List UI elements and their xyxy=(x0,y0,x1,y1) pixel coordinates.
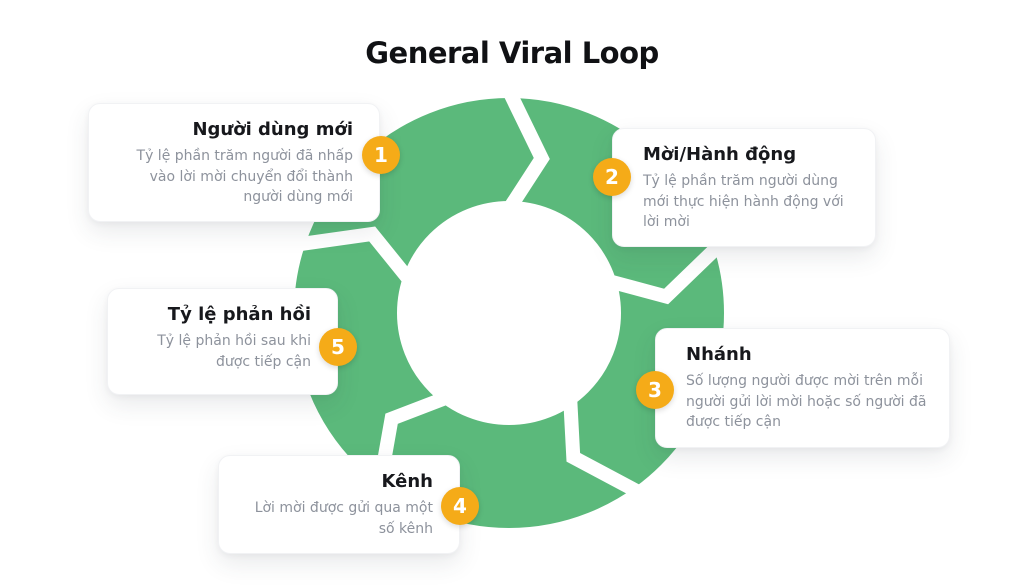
card-description: Tỷ lệ phần trăm người đã nhấp vào lời mờ… xyxy=(136,148,353,205)
step-number-badge-4: 4 xyxy=(441,487,479,525)
card-description: Số lượng người được mời trên mỗi người g… xyxy=(686,373,927,430)
card-title: Kênh xyxy=(381,471,433,492)
card-title: Nhánh xyxy=(686,344,752,365)
step-card-new-users: Người dùng mới Tỷ lệ phần trăm người đã … xyxy=(88,103,380,223)
card-description: Lời mời được gửi qua một số kênh xyxy=(254,500,433,537)
card-description: Tỷ lệ phần trăm người dùng mới thực hiện… xyxy=(643,173,844,230)
step-number-badge-1: 1 xyxy=(362,136,400,174)
card-description: Tỷ lệ phản hồi sau khi được tiếp cận xyxy=(157,333,311,370)
card-title: Tỷ lệ phản hồi xyxy=(167,304,311,325)
step-card-invite-action: Mời/Hành động Tỷ lệ phần trăm người dùng… xyxy=(612,128,876,248)
card-title: Mời/Hành động xyxy=(643,144,797,165)
step-card-branches: Nhánh Số lượng người được mời trên mỗi n… xyxy=(655,328,950,448)
loop-ring xyxy=(294,98,724,528)
step-number-badge-5: 5 xyxy=(319,328,357,366)
step-card-channels: Kênh Lời mời được gửi qua một số kênh xyxy=(218,455,460,554)
arrow-gap-right xyxy=(606,239,725,305)
arrow-gap-left xyxy=(296,226,416,286)
arrow-gap-top xyxy=(502,87,550,213)
arrow-gap-bottom-right xyxy=(563,396,643,499)
step-number-badge-2: 2 xyxy=(593,158,631,196)
card-title: Người dùng mới xyxy=(192,119,353,140)
page-title: General Viral Loop xyxy=(365,36,659,70)
step-number-badge-3: 3 xyxy=(636,371,674,409)
step-card-response-rate: Tỷ lệ phản hồi Tỷ lệ phản hồi sau khi đư… xyxy=(107,288,338,395)
